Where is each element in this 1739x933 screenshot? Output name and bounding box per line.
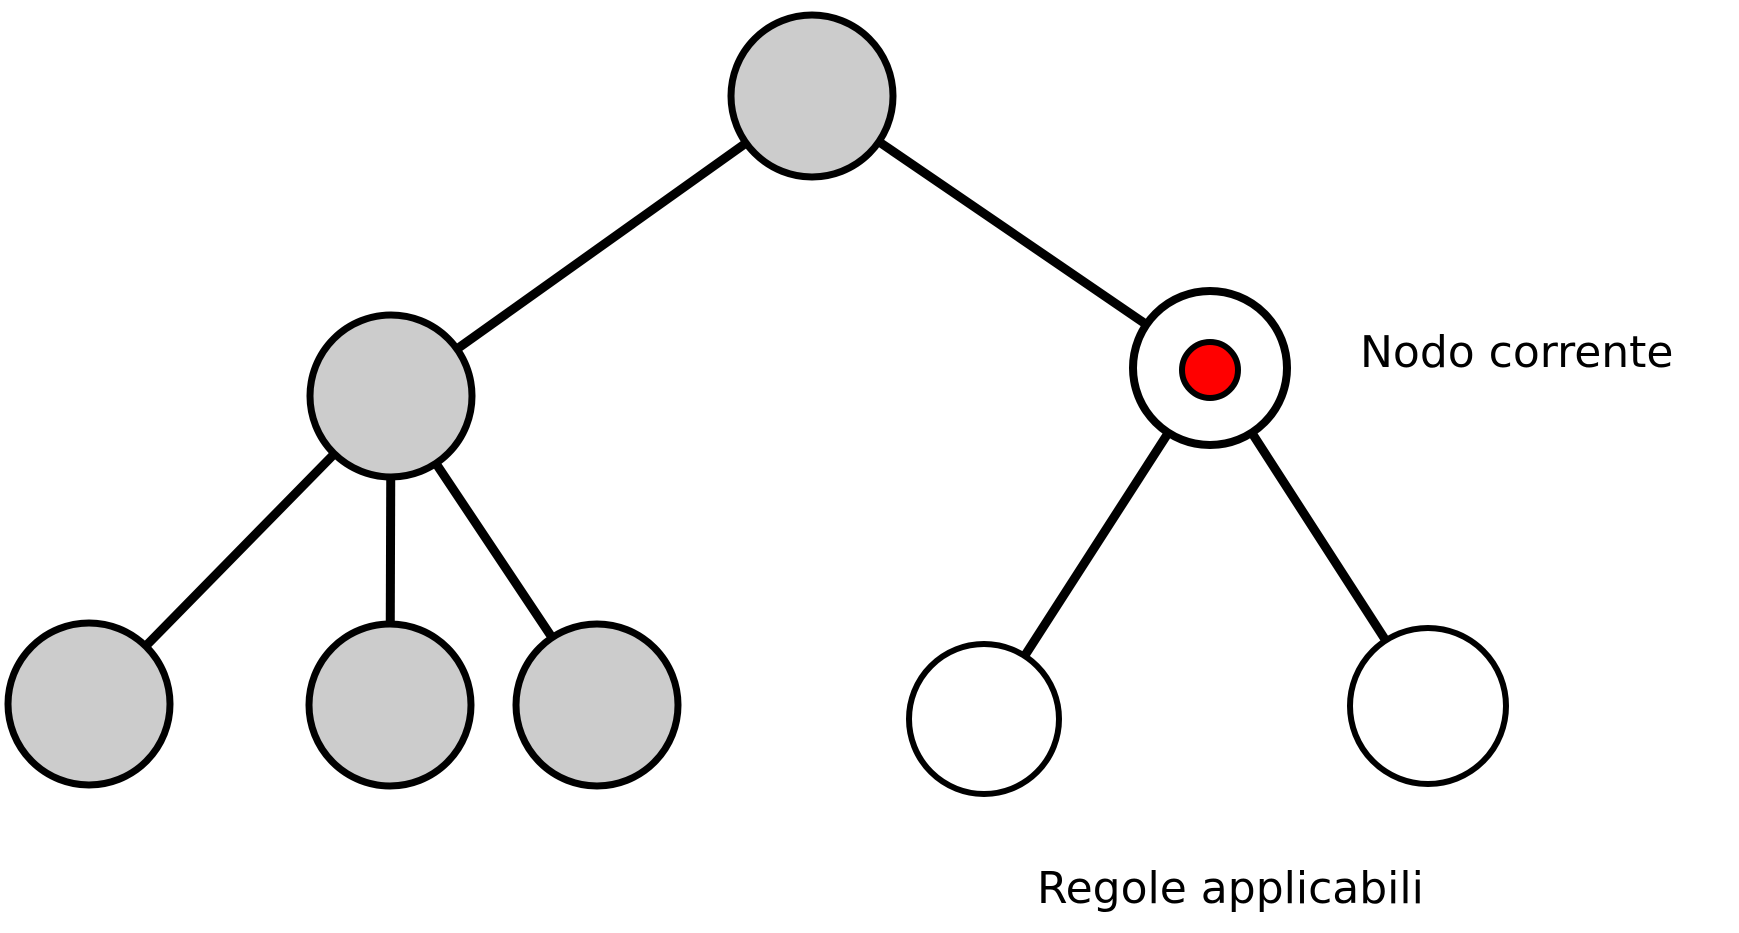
tree-edge-left-1-leaf-3 — [429, 457, 559, 644]
tree-node-leaf-1[interactable] — [4, 619, 174, 789]
current-node-marker-icon — [1179, 339, 1241, 401]
tree-node-current[interactable] — [1129, 287, 1291, 449]
tree-node-rule-1[interactable] — [906, 641, 1062, 797]
node-circle-leaf-2[interactable] — [305, 620, 475, 790]
tree-edge-current-rule-1 — [1018, 426, 1175, 662]
edges-layer — [139, 135, 1392, 662]
tree-node-root[interactable] — [727, 11, 897, 181]
nodes-layer — [4, 11, 1509, 797]
node-circle-left-1[interactable] — [306, 311, 476, 481]
node-circle-leaf-3[interactable] — [512, 620, 682, 790]
tree-node-leaf-2[interactable] — [305, 620, 475, 790]
tree-edge-root-left-1 — [451, 137, 752, 355]
tree-node-leaf-3[interactable] — [512, 620, 682, 790]
node-circle-rule-2[interactable] — [1347, 625, 1509, 787]
tree-edge-current-rule-2 — [1245, 426, 1392, 647]
tree-node-left-1[interactable] — [306, 311, 476, 481]
node-circle-rule-1[interactable] — [906, 641, 1062, 797]
node-circle-leaf-1[interactable] — [4, 619, 174, 789]
tree-node-rule-2[interactable] — [1347, 625, 1509, 787]
label-current-node: Nodo corrente — [1360, 327, 1674, 378]
node-circle-root[interactable] — [727, 11, 897, 181]
tree-edge-left-1-leaf-2 — [385, 472, 396, 629]
tree-edge-root-current — [873, 135, 1153, 331]
tree-edge-left-1-leaf-1 — [139, 447, 341, 653]
label-applicable-rules: Regole applicabili — [1037, 863, 1424, 914]
